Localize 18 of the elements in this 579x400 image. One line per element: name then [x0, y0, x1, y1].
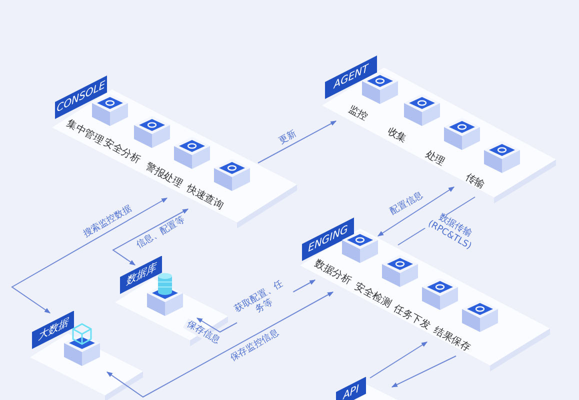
item-label: 快速查询 — [184, 182, 226, 213]
item-label: 安全检测 — [352, 280, 394, 311]
item-label: 集中管理 — [64, 116, 105, 147]
item-label: 传输 — [462, 170, 488, 192]
item-label: 处理 — [422, 148, 448, 169]
arrow — [258, 120, 337, 164]
item-label: 结果保存 — [431, 324, 473, 355]
item-label: 警报处理 — [143, 160, 185, 191]
arrow — [370, 342, 428, 378]
arrow — [378, 186, 454, 236]
arrow — [391, 356, 456, 388]
item-label: 监控 — [346, 102, 370, 124]
arrow — [112, 208, 189, 266]
arrow — [106, 292, 334, 398]
item-label: 收集 — [384, 124, 410, 146]
item-label: 任务下发 — [392, 302, 433, 333]
arrow — [11, 198, 168, 314]
title-tag: API — [336, 376, 366, 400]
